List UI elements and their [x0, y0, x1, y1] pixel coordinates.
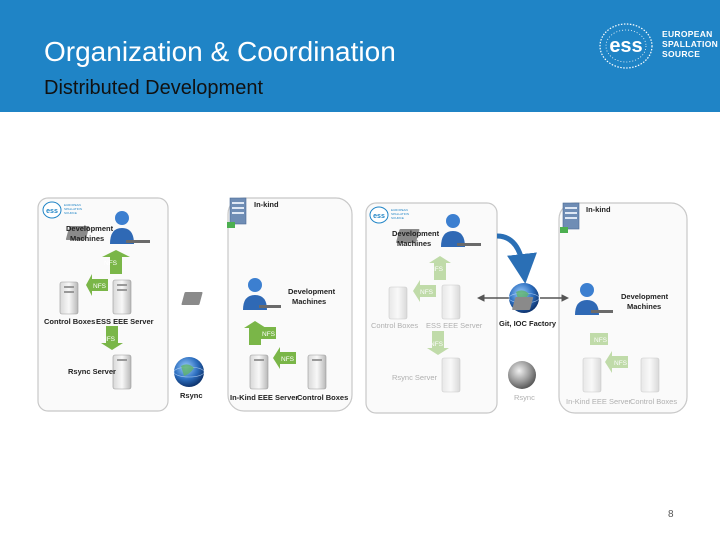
right-eee-server [441, 284, 461, 320]
svg-text:EUROPEAN: EUROPEAN [391, 208, 408, 212]
svg-text:SPALLATION: SPALLATION [391, 212, 409, 216]
svg-text:SOURCE: SOURCE [64, 211, 77, 215]
left-control-boxes-label: Control Boxes [44, 317, 95, 326]
right-inkind-eee-server-label: In-Kind EEE Server [566, 397, 632, 406]
right-control-boxes-label: Control Boxes [371, 321, 418, 330]
left-rsync-server-label: Rsync Server [68, 367, 116, 376]
svg-text:NFS: NFS [614, 360, 628, 367]
svg-text:EUROPEAN: EUROPEAN [64, 203, 81, 207]
right-inkind-dev-machine-icon [512, 283, 613, 315]
right-inkind-control-boxes-server [640, 357, 660, 393]
left-inkind-datacenter-icon [227, 197, 247, 228]
svg-text:SOURCE: SOURCE [391, 216, 404, 220]
left-inkind-label: In-kind [254, 200, 279, 209]
left-inkind-dev-label-1: Development [288, 287, 336, 296]
svg-text:ess: ess [373, 213, 385, 220]
svg-text:NFS: NFS [430, 341, 444, 348]
right-inkind-control-boxes-label: Control Boxes [630, 397, 677, 406]
left-inkind-dev-machine-icon [181, 278, 281, 310]
right-git-ioc-label: Git, IOC Factory [499, 319, 557, 328]
logo-mark: ess [609, 35, 642, 57]
right-inkind-nfs-arrow-1: NFS [590, 333, 608, 345]
right-rsync-server-label: Rsync Server [392, 373, 438, 382]
logo-text: EUROPEAN SPALLATION SOURCE [662, 29, 718, 59]
right-inkind-datacenter-icon [560, 202, 580, 233]
svg-text:SPALLATION: SPALLATION [64, 207, 82, 211]
logo-line-3: SOURCE [662, 49, 701, 59]
right-dev-machines-label-1: Development [392, 229, 440, 238]
svg-text:NFS: NFS [281, 356, 295, 363]
svg-text:ess: ess [46, 208, 58, 215]
left-inkind-nfs-arrow-2: NFS [273, 347, 296, 369]
left-inkind-control-boxes-server [307, 354, 327, 390]
left-inkind-eee-server-label: In-Kind EEE Server [230, 393, 298, 402]
right-nfs-arrow-3: NFS [427, 331, 449, 355]
right-dev-machine-icon [396, 214, 481, 247]
right-small-ess-logo: ess EUROPEAN SPALLATION SOURCE [369, 206, 409, 224]
svg-text:NFS: NFS [262, 331, 276, 338]
left-control-boxes-server [59, 281, 79, 315]
left-eee-server [112, 279, 132, 315]
right-inkind-dev-label-1: Development [621, 292, 669, 301]
left-nfs-arrow-1: NFS [102, 250, 130, 274]
left-small-ess-logo: ess EUROPEAN SPALLATION SOURCE [42, 201, 82, 219]
header-bar [0, 0, 720, 112]
left-inkind-eee-server [249, 354, 269, 390]
right-nfs-arrow-1: NFS [429, 256, 451, 280]
left-inkind-nfs-arrow-1: NFS [244, 321, 276, 345]
svg-text:NFS: NFS [102, 336, 116, 343]
logo-line-1: EUROPEAN [662, 29, 713, 39]
left-rsync-server [112, 354, 132, 390]
left-rsync-globe-icon [173, 357, 205, 387]
logo-line-2: SPALLATION [662, 39, 719, 49]
left-inkind-control-boxes-label: Control Boxes [297, 393, 348, 402]
left-nfs-arrow-3: NFS [101, 326, 123, 350]
right-inkind-label: In-kind [586, 205, 611, 214]
right-control-boxes-server [388, 286, 408, 320]
svg-text:NFS: NFS [93, 283, 107, 290]
right-rsync-server [441, 357, 461, 393]
right-rsync-globe-icon [508, 361, 536, 389]
right-diagram: ess EUROPEAN SPALLATION SOURCE Developme… [365, 202, 688, 414]
left-ess-zone [37, 197, 169, 412]
left-nfs-arrow-2: NFS [86, 274, 108, 296]
right-inkind-nfs-arrow-2: NFS [605, 351, 628, 373]
right-arrow-to-git [496, 233, 537, 284]
left-rsync-label: Rsync [180, 391, 203, 400]
right-nfs-arrow-2: NFS [413, 280, 436, 302]
left-eee-server-label: ESS EEE Server [96, 317, 154, 326]
page-number: 8 [668, 509, 674, 520]
left-dev-machine-icon [65, 211, 150, 244]
slide-title: Organization & Coordination [44, 36, 396, 67]
svg-text:NFS: NFS [430, 266, 444, 273]
right-inkind-dev-label-2: Machines [627, 302, 661, 311]
left-diagram: ess EUROPEAN SPALLATION SOURCE Developme… [37, 197, 353, 412]
slide-subtitle: Distributed Development [44, 77, 263, 99]
right-rsync-label: Rsync [514, 393, 535, 402]
ess-logo: ess [599, 23, 653, 69]
svg-text:NFS: NFS [104, 260, 118, 267]
right-dev-machines-label-2: Machines [397, 239, 431, 248]
svg-text:NFS: NFS [420, 289, 434, 296]
right-ess-zone [365, 202, 498, 414]
left-dev-machines-label-2: Machines [70, 234, 104, 243]
left-dev-machines-label-1: Development [66, 224, 114, 233]
left-inkind-dev-label-2: Machines [292, 297, 326, 306]
svg-text:NFS: NFS [594, 337, 608, 344]
right-eee-server-label: ESS EEE Server [426, 321, 483, 330]
right-inkind-eee-server [582, 357, 602, 393]
